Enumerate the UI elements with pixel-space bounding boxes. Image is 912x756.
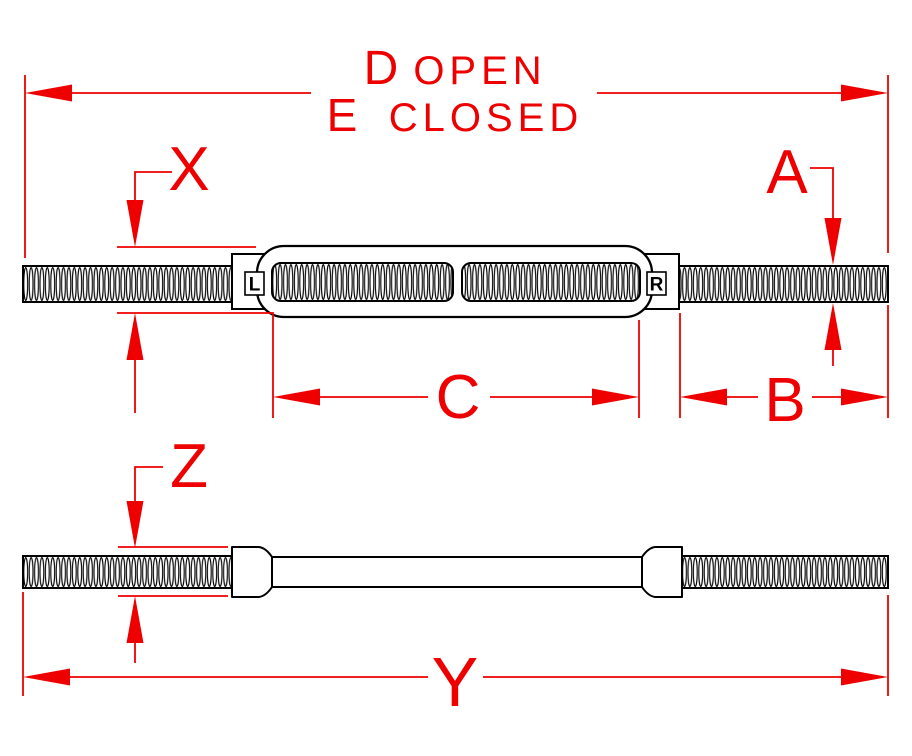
dim-label-x: X [168, 135, 209, 204]
arrowhead-right [841, 388, 888, 406]
dimension-b: B [679, 305, 889, 435]
right-hand-thread-tag: R [650, 275, 664, 296]
arrowhead-left [273, 388, 320, 406]
open-view: L R [22, 244, 889, 319]
arrowhead-up [126, 596, 144, 643]
closed-left-nut [231, 546, 273, 598]
dim-label-c: C [436, 363, 481, 432]
dim-label-e: E [327, 89, 358, 141]
arrowhead-left [23, 668, 70, 686]
open-left-threaded-rod [22, 265, 234, 303]
dim-label-d: D [364, 42, 399, 95]
body-internal-thread-left [271, 262, 454, 302]
leader-line [134, 466, 163, 501]
dim-label-d-qualifier: OPEN [413, 49, 546, 93]
left-hand-thread-tag: L [249, 275, 261, 296]
dimension-overall-length: D OPEN E CLOSED [24, 42, 889, 258]
arrowhead-down [126, 501, 144, 548]
arrowhead-left [25, 84, 72, 102]
arrowhead-right [841, 668, 888, 686]
dimension-a: A [766, 138, 842, 366]
leader-line [810, 167, 834, 218]
closed-left-threaded-rod [22, 555, 234, 589]
arrowhead-right [592, 388, 639, 406]
dim-label-e-qualifier: CLOSED [389, 96, 584, 140]
dimension-y: Y [22, 592, 889, 721]
dimension-x: X [117, 135, 274, 418]
dim-label-y: Y [432, 643, 479, 721]
arrowhead-up [824, 303, 842, 350]
arrowhead-down [824, 218, 842, 265]
right-hand-thread-tag-box [646, 271, 667, 296]
dim-label-a: A [766, 138, 808, 207]
dimension-z: Z [118, 432, 228, 663]
closed-right-threaded-rod [681, 555, 889, 589]
arrowhead-up [126, 313, 144, 360]
arrowhead-down [126, 200, 144, 247]
body-internal-thread-right [461, 262, 641, 302]
arrowhead-left [680, 388, 727, 406]
closed-body-tube [271, 556, 643, 588]
closed-right-nut [641, 546, 683, 598]
dim-label-z: Z [170, 432, 208, 501]
dimension-c: C [273, 320, 640, 432]
leader-line [134, 171, 172, 200]
open-right-threaded-rod [678, 265, 889, 303]
closed-view [22, 546, 889, 598]
dim-label-b: B [764, 366, 805, 435]
ref-line-bottom [117, 312, 274, 418]
left-hand-thread-tag-box [244, 271, 265, 296]
arrowhead-right [841, 84, 888, 102]
